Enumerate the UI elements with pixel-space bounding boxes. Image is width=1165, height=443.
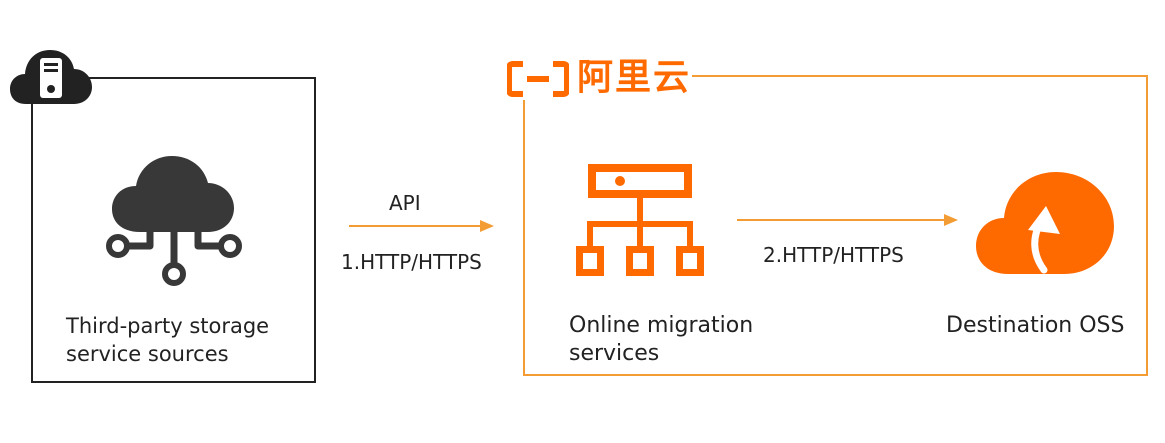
arrow-head-icon (944, 214, 958, 226)
network-hierarchy-icon (576, 164, 704, 276)
protocol-label-2: 2.HTTP/HTTPS (763, 243, 904, 267)
storage-cloud-icon (106, 156, 242, 286)
arrow-source-to-migration (349, 225, 481, 227)
server-cloud-icon (10, 50, 92, 104)
destination-oss-label: Destination OSS (946, 313, 1125, 338)
source-label: Third-party storage service sources (66, 314, 270, 366)
third-party-source-box (31, 77, 316, 383)
protocol-label-1: 1.HTTP/HTTPS (341, 250, 482, 274)
aliyun-logo-text: 阿里云 (577, 57, 692, 98)
oss-upload-cloud-icon (976, 172, 1114, 274)
migration-service-label: Online migration services (569, 313, 754, 366)
arrow-head-icon (480, 220, 494, 232)
api-label: API (389, 191, 421, 215)
arrow-migration-to-oss (737, 219, 945, 221)
aliyun-bracket-logo-icon (507, 61, 569, 97)
aliyun-region-box (523, 75, 1148, 376)
